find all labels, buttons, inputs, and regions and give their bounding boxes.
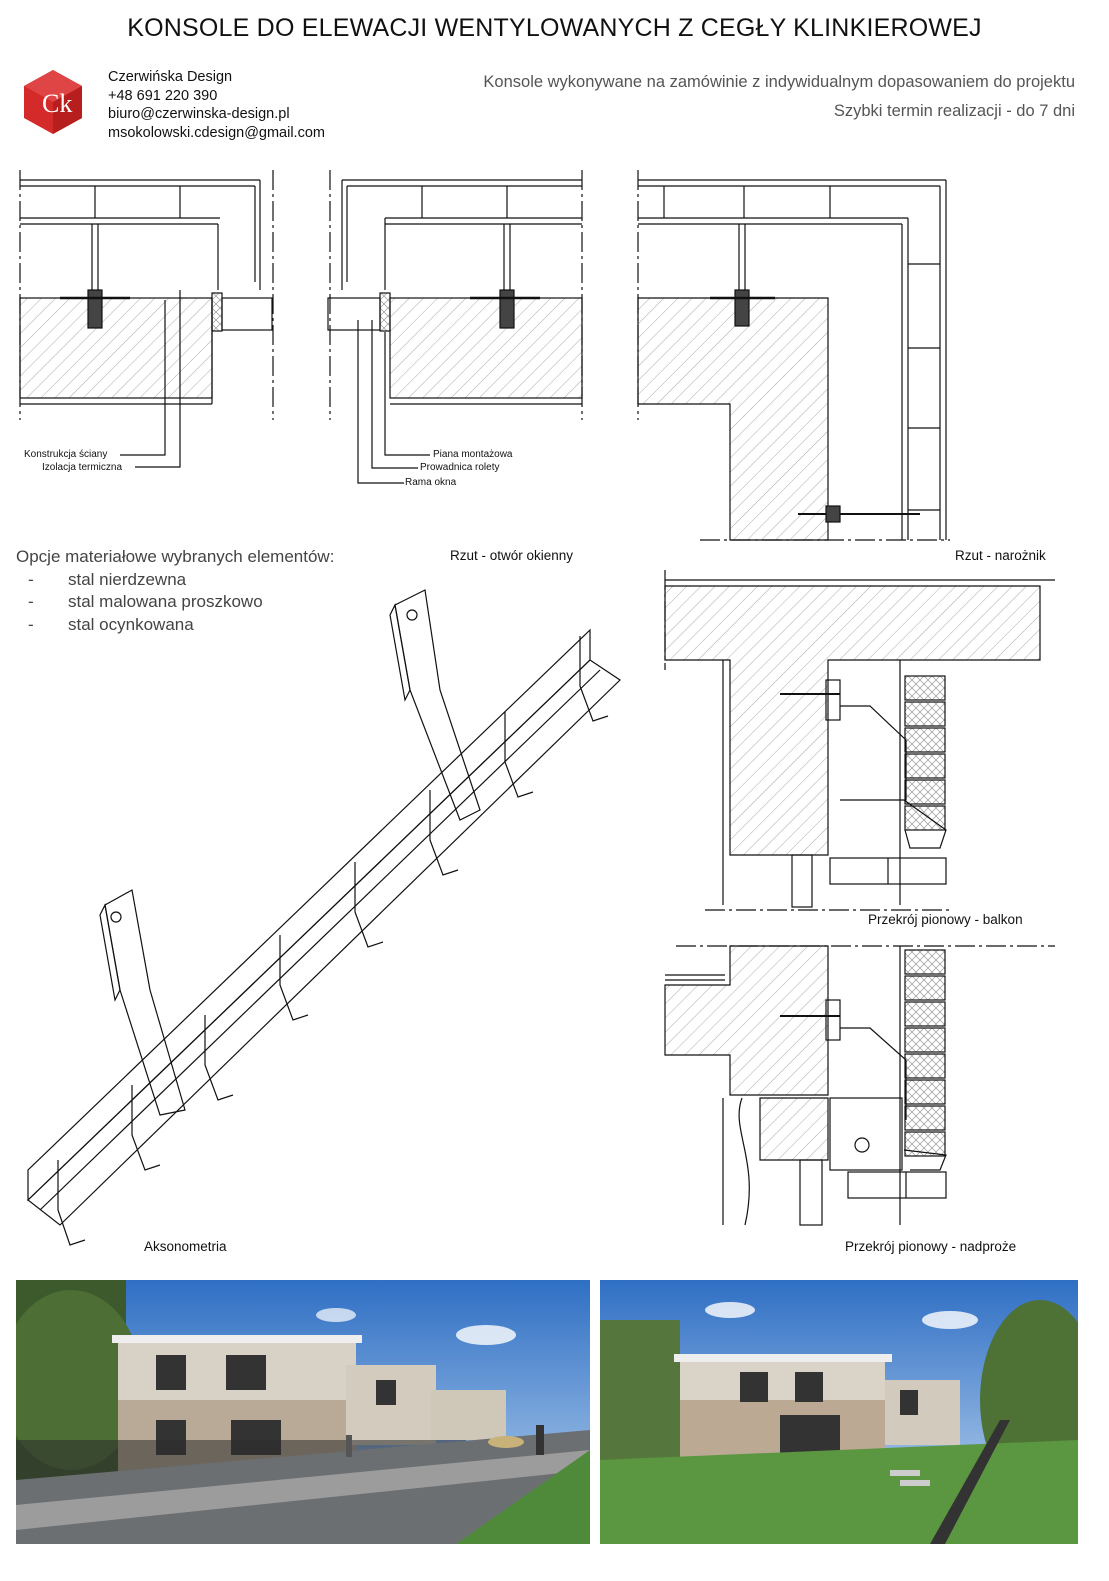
material-option: -stal malowana proszkowo (28, 592, 263, 611)
email-link-2[interactable]: msokolowski.cdesign@gmail.com (108, 124, 325, 141)
page-title: KONSOLE DO ELEWACJI WENTYLOWANYCH Z CEGŁ… (127, 14, 982, 42)
caption-plan-corner: Rzut - narożnik (955, 548, 1046, 563)
callout-window-frame: Rama okna (405, 477, 457, 488)
offer-notes: Konsole wykonywane na zamówinie z indywi… (483, 68, 1075, 126)
email-link[interactable]: biuro@czerwinska-design.pl (108, 106, 290, 122)
caption-section-lintel: Przekrój pionowy - nadproże (845, 1239, 1017, 1254)
caption-plan-window: Rzut - otwór okienny (450, 548, 574, 563)
street-view-rendering (16, 1280, 590, 1544)
phone-number: +48 691 220 390 (108, 87, 218, 104)
note-custom-fit: Konsole wykonywane na zamówinie z indywi… (483, 73, 1075, 91)
plan-window-left (19, 170, 274, 468)
callout-insulation: Izolacja termiczna (42, 462, 123, 473)
company-logo: Ck (22, 68, 84, 136)
material-options: Opcje materiałowe wybranych elementów: -… (16, 546, 334, 636)
axonometry-bracket (27, 589, 621, 1246)
material-option: -stal ocynkowana (28, 614, 194, 634)
section-balcony (664, 570, 1055, 911)
material-options-heading: Opcje materiałowe wybranych elementów: (16, 547, 335, 566)
contact-block: Czerwińska Design +48 691 220 390 biuro@… (108, 68, 325, 142)
section-lintel (664, 945, 1055, 1226)
callout-wall-construction: Konstrukcja ściany (24, 449, 108, 460)
plan-window-right (327, 170, 583, 484)
note-lead-time: Szybki termin realizacji - do 7 dni (833, 102, 1075, 120)
caption-axonometry: Aksonometria (144, 1239, 227, 1254)
callout-foam: Piana montażowa (433, 449, 513, 460)
company-name: Czerwińska Design (108, 69, 233, 85)
material-option: -stal nierdzewna (28, 569, 187, 589)
plan-corner (637, 170, 950, 541)
logo-letters: Ck (42, 89, 72, 118)
garden-view-rendering (600, 1280, 1078, 1544)
callout-shutter-guide: Prowadnica rolety (420, 462, 500, 473)
caption-section-balcony: Przekrój pionowy - balkon (868, 912, 1023, 927)
